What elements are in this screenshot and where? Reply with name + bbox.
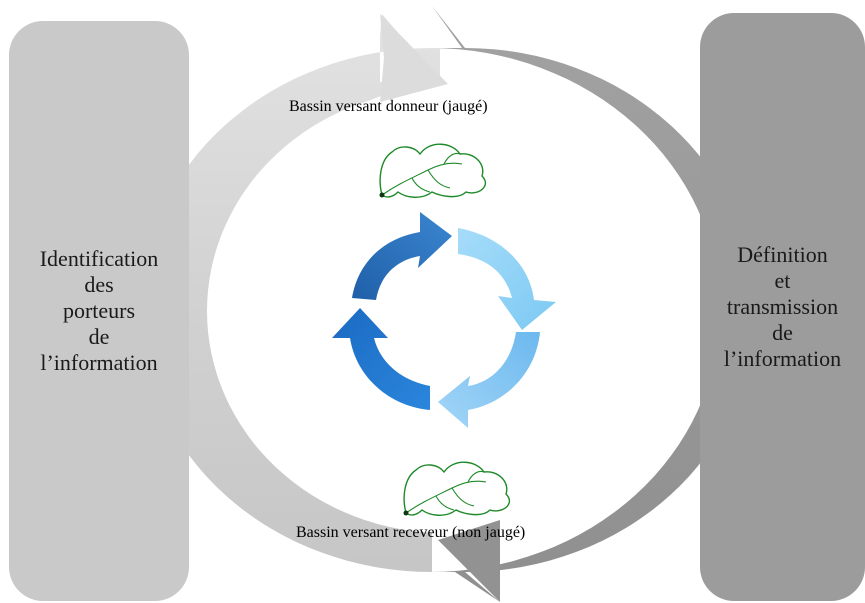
cycle-arrow-top-left	[352, 212, 452, 300]
cycle-arrows-icon	[332, 212, 556, 428]
bottom-arrowhead	[438, 520, 500, 602]
bottom-basin-label: Bassin versant receveur (non jaugé)	[296, 524, 526, 541]
ring-inner	[207, 89, 683, 533]
left-panel-line: de	[88, 324, 110, 349]
right-circular-arrow	[430, 6, 755, 602]
right-panel-line: Définition	[737, 242, 828, 267]
right-panel-line: et	[774, 268, 791, 293]
top-basin-label: Bassin versant donneur (jaugé)	[289, 98, 488, 115]
watershed-icon	[379, 143, 487, 198]
cycle-arrow-bottom-right	[438, 332, 540, 428]
right-panel: Définition et transmission de l’informat…	[700, 13, 865, 601]
left-panel-line: porteurs	[62, 298, 136, 323]
left-panel-line: Identification	[39, 246, 159, 271]
right-panel-line: de	[772, 320, 793, 345]
watershed-icon	[403, 461, 511, 516]
left-panel: Identification des porteurs de l’informa…	[9, 21, 189, 601]
top-arrowhead	[380, 14, 448, 102]
left-panel-line: l’information	[40, 350, 158, 375]
left-panel-line: des	[84, 272, 114, 297]
right-panel-line: transmission	[726, 294, 839, 319]
cycle-arrow-bottom-left	[332, 308, 430, 410]
right-panel-line: l’information	[723, 346, 842, 371]
left-circular-arrow	[140, 14, 440, 572]
cycle-arrow-top-right	[458, 228, 556, 330]
